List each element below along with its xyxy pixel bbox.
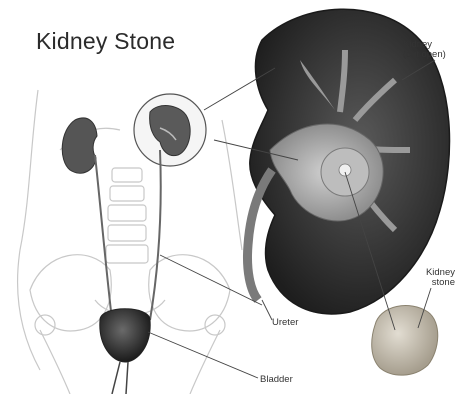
label-ureter: Ureter [272,318,298,328]
left-kidney [62,118,97,173]
label-kidney-stone: Kidney stone [410,268,455,288]
label-kidney-cut-open-line2: (cut open) [403,50,446,60]
left-ureter [95,155,112,320]
right-ureter [150,150,161,320]
label-bladder: Bladder [260,375,293,385]
bladder [100,309,150,362]
kidney-stone [372,306,438,376]
label-kidney-stone-line2: stone [410,278,455,288]
diagram-title: Kidney Stone [36,28,175,55]
label-kidney-cut-open: Kidney (cut open) [403,40,446,60]
